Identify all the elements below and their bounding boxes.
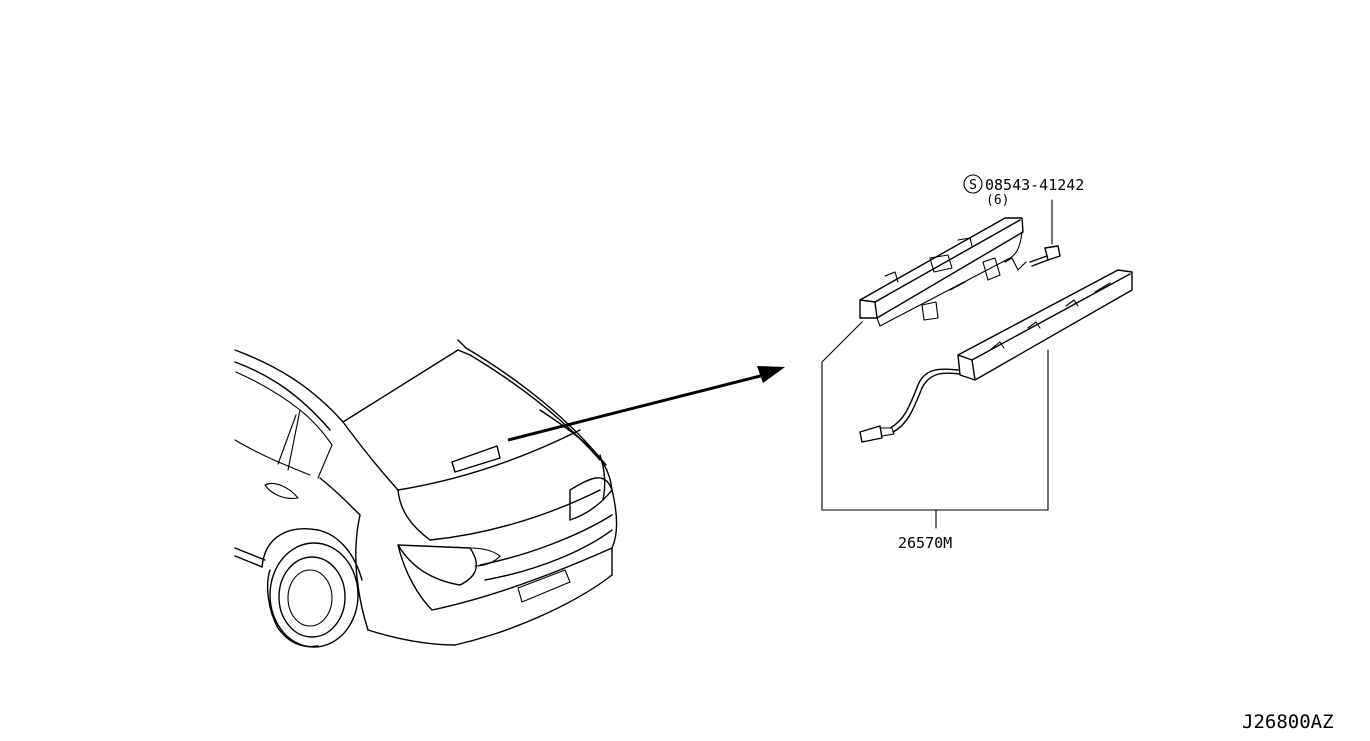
part-bracket-lines <box>821 321 1049 529</box>
stop-lamp-assembly <box>859 199 1133 443</box>
lamp-part-number: 26570M <box>898 534 952 552</box>
bolt-quantity: (6) <box>986 193 1009 208</box>
callout-arrow <box>507 366 785 442</box>
bolt-part-number: 08543-41242 <box>985 176 1084 194</box>
bolt-screw <box>1029 199 1061 267</box>
bolt-symbol: S <box>969 178 977 193</box>
car-rear-illustration <box>234 339 618 648</box>
diagram-code: J26800AZ <box>1242 711 1334 733</box>
s-symbol-circle <box>963 174 983 194</box>
bolt-callout: S 08543-41242 (6) <box>963 174 1084 208</box>
